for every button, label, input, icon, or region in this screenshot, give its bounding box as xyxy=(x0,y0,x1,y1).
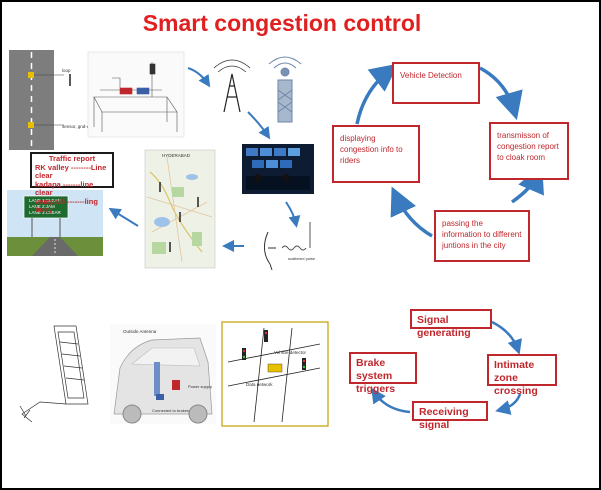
city-map: HYDERABAD xyxy=(144,149,216,269)
car-diagram: Outside Antenna Connected to brakes Powe… xyxy=(110,324,216,424)
car-label-brakes: Connected to brakes xyxy=(152,408,189,413)
traffic-report-line-3: vempalli -------ling busy xyxy=(35,196,98,214)
control-room-photo xyxy=(242,144,314,194)
box-vehicle-detection: Vehicle Detection xyxy=(392,62,480,104)
label-sensor: sensor, gnd-detector xyxy=(62,124,104,129)
map-label: HYDERABAD xyxy=(162,153,191,158)
satellite-dish: scattered pulse xyxy=(264,222,316,271)
page-title: Smart congestion control xyxy=(142,10,422,36)
intersection-diagram: Vehicle detector Data network xyxy=(221,321,329,427)
label-vehicle-detector: Vehicle detector xyxy=(274,350,307,355)
lane-3: LANE 3:CLEAR xyxy=(29,210,62,215)
box-signal-generating: Signal generating xyxy=(410,309,492,339)
bridge-sensor-sketch xyxy=(87,51,185,138)
cycle2-arrows xyxy=(371,320,522,415)
box-transmission: transmisson of congestion report to cloa… xyxy=(489,122,569,180)
car-label-antenna: Outside Antenna xyxy=(123,329,157,334)
car-label-power: Power supply xyxy=(188,384,212,389)
traffic-report: Traffic report RK valley --------Line cl… xyxy=(30,152,114,214)
lane-1: LANE 1:CLEAR xyxy=(29,198,62,203)
traffic-report-line-2: kadapa -------line clear xyxy=(35,179,94,197)
illustration-arrows xyxy=(108,67,301,252)
traffic-report-heading: Traffic report xyxy=(48,154,96,163)
road-illustration: loop sensor, gnd-detector xyxy=(9,50,104,150)
cell-tower xyxy=(268,56,302,123)
label-data-network: Data network xyxy=(246,382,273,387)
box-intimate-zone: Intimate zone crossing xyxy=(487,354,557,397)
box-receiving-signal: Receiving signal xyxy=(412,401,488,431)
dish-label: scattered pulse xyxy=(288,256,316,261)
traffic-report-line-1: RK valley --------Line clear xyxy=(35,162,107,180)
lane-2: LANE 2:JAM xyxy=(29,204,55,209)
box-brake-system: Brake system triggers xyxy=(349,352,417,395)
box-displaying-info: displaying congestion info to riders xyxy=(332,125,420,183)
label-loop: loop xyxy=(62,68,71,73)
device-sketch xyxy=(19,325,89,423)
highway-sign: LANE 1:CLEAR LANE 2:JAM LANE 3:CLEAR xyxy=(7,190,103,256)
radio-tower xyxy=(213,59,251,113)
box-passing-info: passing the information to different jun… xyxy=(434,210,530,262)
